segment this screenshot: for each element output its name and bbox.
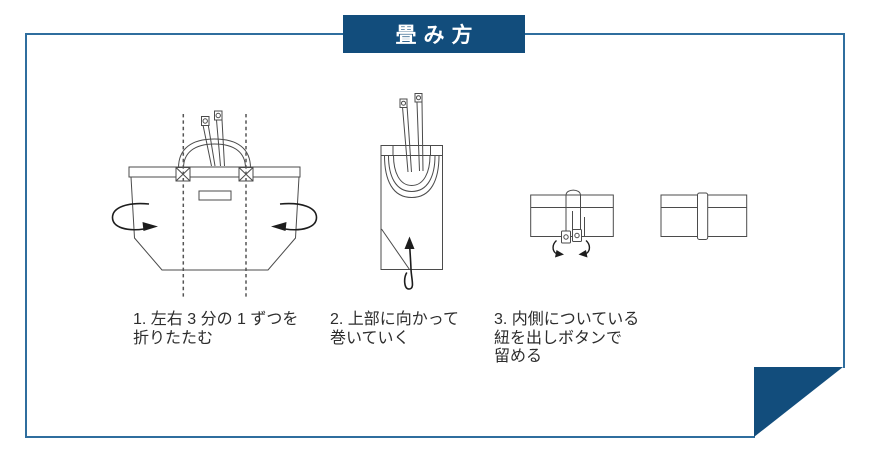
- step3-caption-line3: 留める: [494, 348, 543, 365]
- fold-guide-lines: [182, 114, 247, 297]
- step1-caption: 1. 左右 3 分の 1 ずつを 折りたたむ: [133, 311, 298, 348]
- frame-border-bottom: [25, 436, 755, 438]
- frame-border-right: [843, 33, 845, 368]
- roll-up-arrow: [403, 236, 415, 290]
- title-banner: 畳み方: [343, 15, 525, 53]
- fold-arrow-right: [271, 202, 318, 231]
- bundle-fastened: [660, 192, 748, 240]
- wrap-arrow-right: [578, 239, 591, 258]
- step3-caption-line1: 3. 内側についている: [494, 311, 640, 328]
- step2-caption-line1: 2. 上部に向かって: [330, 311, 459, 328]
- page-title: 畳み方: [395, 24, 480, 47]
- step3-caption: 3. 内側についている 紐を出しボタンで 留める: [494, 311, 639, 367]
- wrap-arrow-left: [552, 239, 564, 258]
- fold-arrow-left: [111, 202, 158, 231]
- frame-border-left: [25, 33, 27, 438]
- step2-caption: 2. 上部に向かって 巻いていく: [330, 311, 459, 348]
- step1-caption-line1: 1. 左右 3 分の 1 ずつを: [133, 311, 299, 328]
- illustration-step2-roll-up: [380, 93, 443, 290]
- illustration-step1-tote-bag: [111, 110, 318, 297]
- illustration-step3-fasten-strap: [530, 189, 748, 258]
- step3-caption-line2: 紐を出しボタンで: [494, 329, 623, 347]
- step1-caption-line2: 折りたたむ: [133, 329, 214, 347]
- step2-caption-line2: 巻いていく: [330, 329, 410, 347]
- bundle-with-loose-strap: [530, 189, 614, 258]
